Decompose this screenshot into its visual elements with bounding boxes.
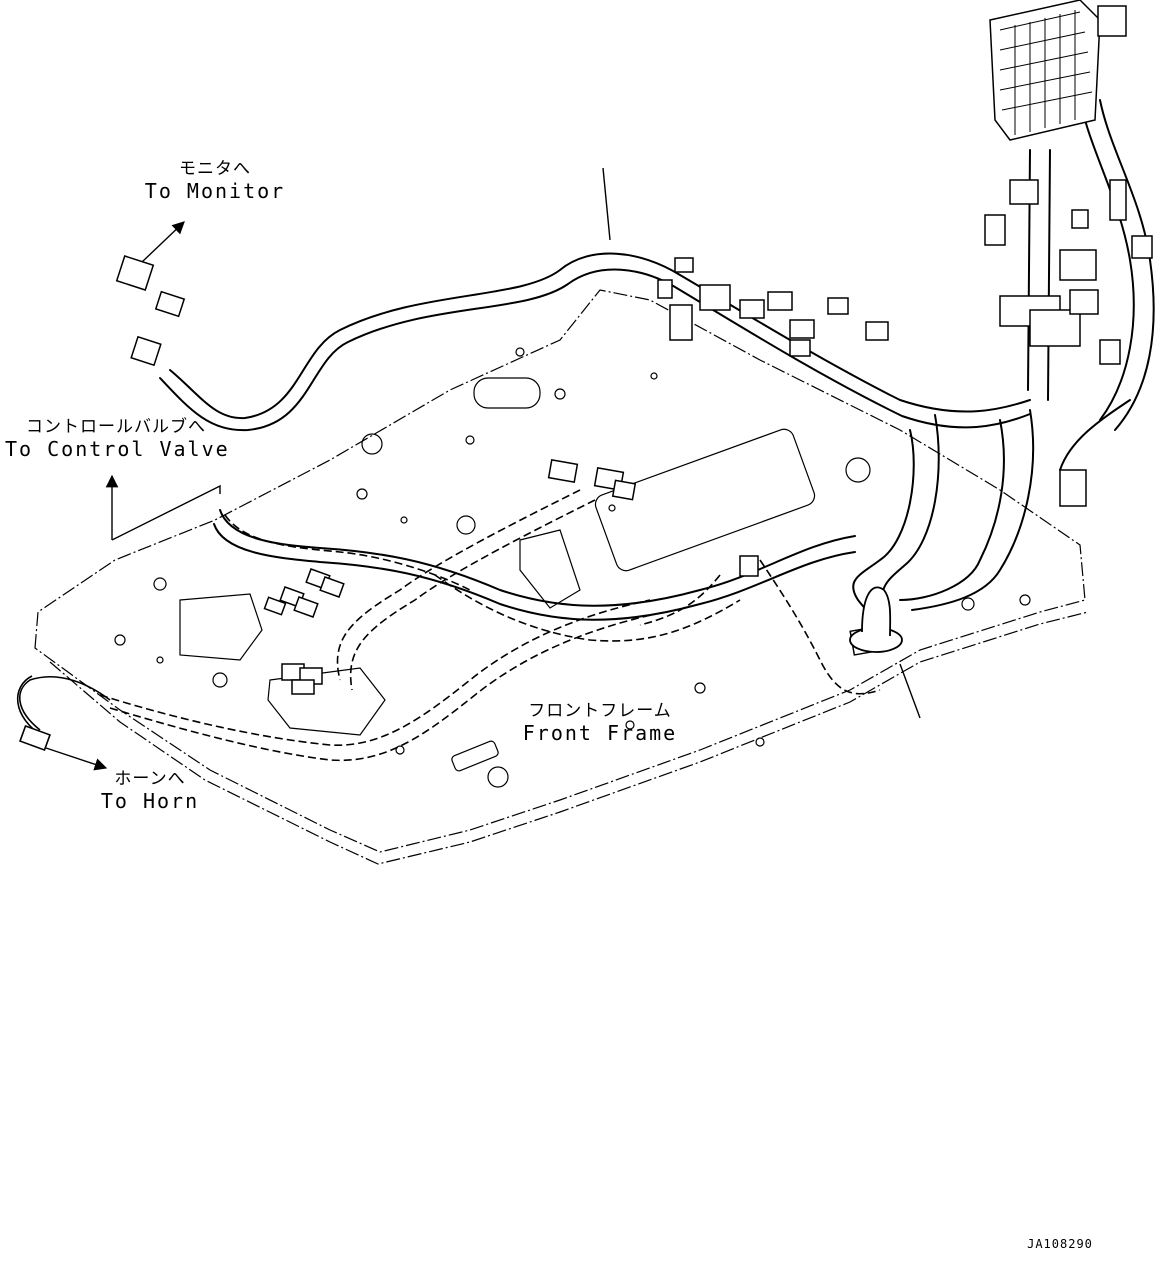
callout-arrows bbox=[45, 167, 921, 771]
horn-label: ホーンへ To Horn bbox=[90, 769, 210, 813]
grommet-leader bbox=[899, 663, 921, 719]
horn-label-en: To Horn bbox=[100, 788, 200, 813]
fuse-box bbox=[989, 0, 1127, 141]
front-frame-label-en: Front Frame bbox=[522, 720, 678, 745]
horn-lead bbox=[17, 675, 111, 751]
drawing-code: JA108290 bbox=[1027, 1237, 1093, 1251]
control-valve-label-en: To Control Valve bbox=[5, 436, 230, 461]
front-frame-label: フロントフレーム Front Frame bbox=[510, 701, 690, 745]
control-valve-label: コントロールバルブへ To Control Valve bbox=[5, 417, 230, 461]
control-valve-bracket bbox=[111, 484, 221, 541]
monitor-arrow bbox=[141, 221, 185, 263]
hidden-harness bbox=[99, 489, 881, 762]
horn-arrow bbox=[45, 747, 108, 771]
connectors bbox=[115, 179, 1153, 695]
plate-holes bbox=[114, 347, 1031, 788]
grommet bbox=[849, 586, 903, 653]
main-harness bbox=[159, 99, 1155, 631]
control-valve-label-jp: コントロールバルブへ bbox=[26, 417, 206, 437]
front-frame-label-jp: フロントフレーム bbox=[528, 701, 672, 721]
horn-label-jp: ホーンへ bbox=[114, 769, 186, 789]
harness-leader-top bbox=[602, 167, 611, 241]
plate-cutouts bbox=[179, 377, 816, 772]
monitor-label-en: To Monitor bbox=[144, 178, 286, 203]
front-frame-plate bbox=[34, 289, 1089, 865]
monitor-label-jp: モニタへ bbox=[179, 159, 251, 179]
monitor-label: モニタへ To Monitor bbox=[140, 159, 290, 203]
